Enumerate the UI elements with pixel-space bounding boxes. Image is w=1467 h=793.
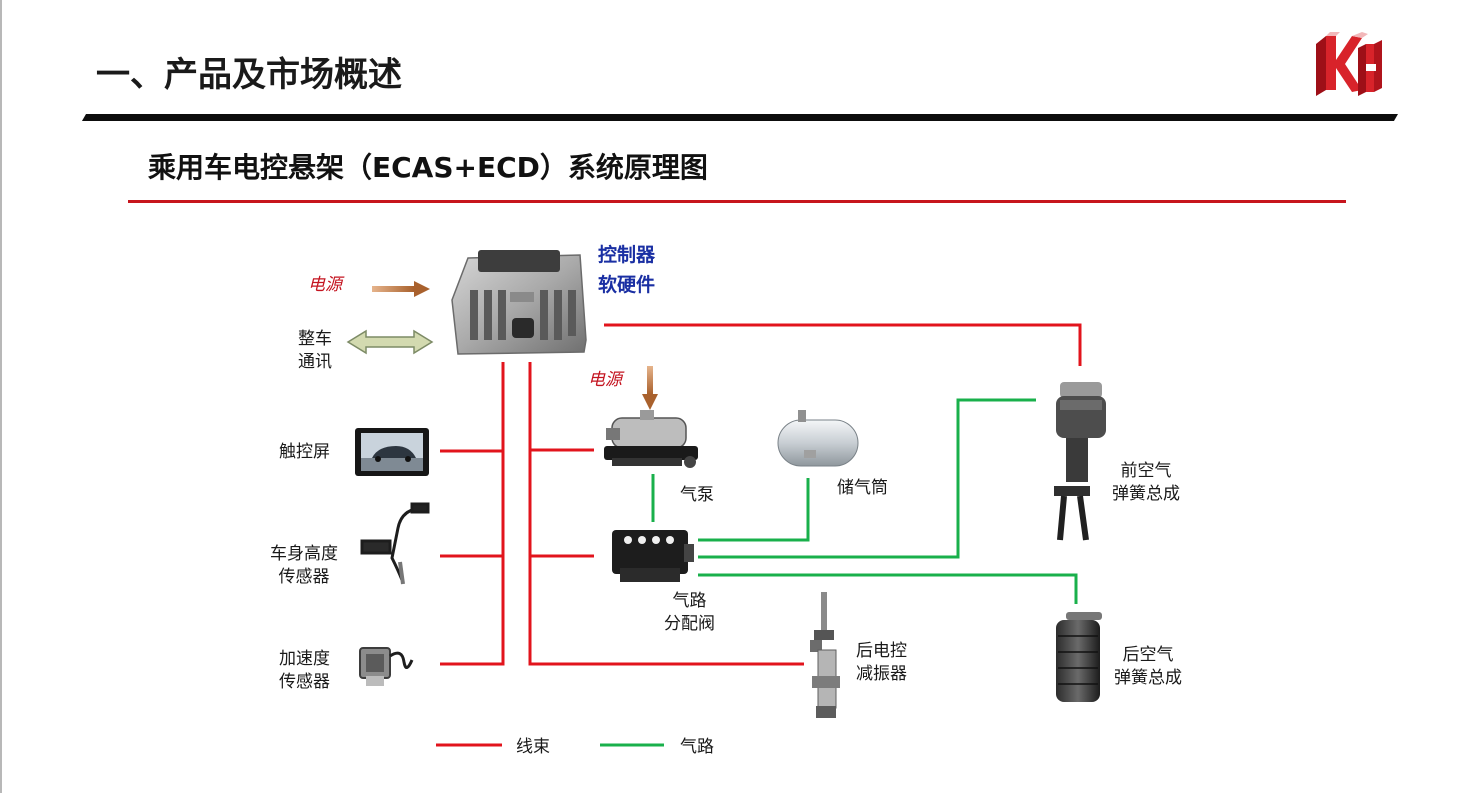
comm-double-arrow-icon [346, 329, 434, 355]
rear-damper-icon [810, 592, 840, 718]
valve-block-icon [612, 530, 694, 582]
air-pump-label: 气泵 [680, 485, 714, 505]
power-label-top: 电源 [308, 275, 342, 295]
touch-screen-icon [355, 428, 429, 476]
controller-label: 控制器 软硬件 [598, 244, 656, 296]
air-tank-label: 储气筒 [837, 478, 888, 498]
left-border [0, 0, 2, 793]
section-rule [128, 200, 1346, 203]
air-lines [651, 398, 1078, 604]
vehicle-comm-label: 整车 通讯 [298, 329, 332, 372]
legend-wire-label: 线束 [516, 737, 550, 757]
ecu-controller-icon [451, 250, 587, 355]
wire-harness-lines [440, 323, 1082, 666]
page-title: 一、产品及市场概述 [96, 55, 402, 95]
touch-screen-label: 触控屏 [279, 442, 330, 462]
air-tank-icon [777, 410, 859, 467]
height-sensor-label: 车身高度 传感器 [270, 544, 338, 587]
accel-sensor-icon [359, 647, 414, 686]
accel-sensor-label: 加速度 传感器 [279, 649, 330, 692]
power-down-arrow-icon [642, 366, 658, 410]
air-pump-icon [604, 410, 698, 468]
height-sensor-icon [360, 502, 430, 585]
front-spring-label: 前空气 弹簧总成 [1112, 461, 1180, 504]
front-air-spring-icon [1054, 382, 1106, 541]
rear-air-spring-icon [1056, 612, 1102, 702]
kh-logo-icon [1316, 32, 1382, 96]
rear-spring-label: 后空气 弹簧总成 [1114, 645, 1182, 688]
power-arrow-icon [372, 281, 430, 297]
power-label-pump: 电源 [588, 370, 622, 390]
rear-damper-label: 后电控 减振器 [856, 641, 907, 684]
legend-air-label: 气路 [680, 737, 714, 757]
section-title: 乘用车电控悬架（ECAS+ECD）系统原理图 [148, 151, 708, 184]
valve-block-label: 气路 分配阀 [664, 591, 715, 634]
